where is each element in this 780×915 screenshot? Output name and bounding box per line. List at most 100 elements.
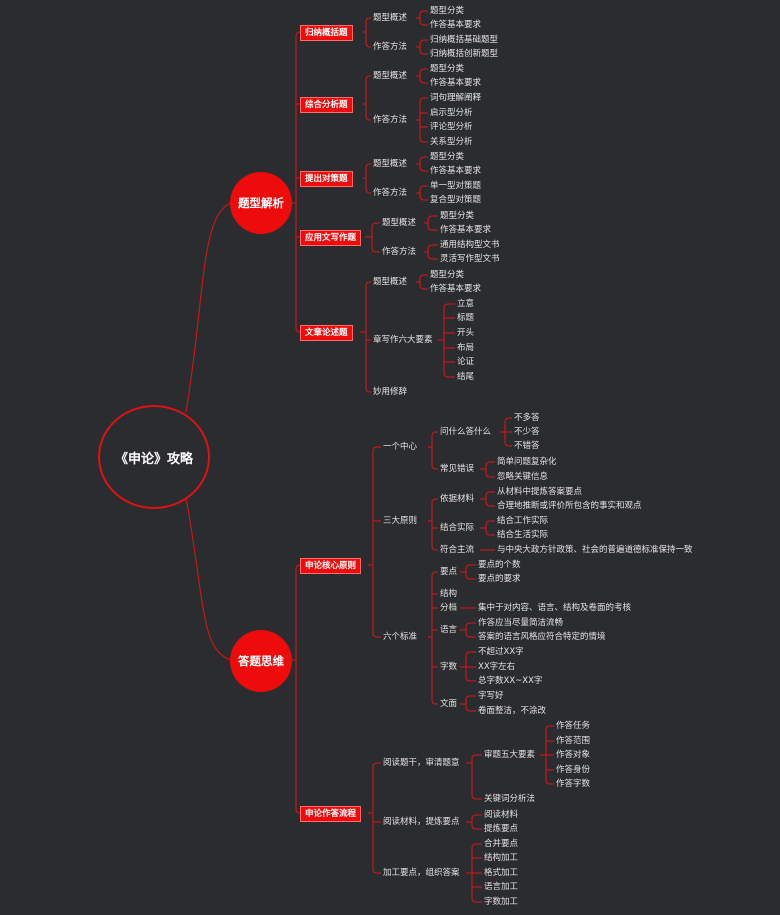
leaf-node[interactable]: 作答任务 xyxy=(556,721,591,731)
leaf-node[interactable]: 字写好 xyxy=(478,691,504,701)
l4-node[interactable]: 审题五大要素 xyxy=(484,750,536,760)
l4-node[interactable]: 字数加工 xyxy=(484,897,519,907)
l2-node[interactable]: 应用文写作题 xyxy=(300,230,362,246)
leaf-node[interactable]: 从材料中提炼答案要点 xyxy=(497,487,583,497)
leaf-node[interactable]: 作答身份 xyxy=(556,765,591,775)
leaf-node[interactable]: 结合生活实际 xyxy=(497,530,549,540)
leaf-node[interactable]: 不超过XX字 xyxy=(478,647,524,657)
l4-node[interactable]: 文面 xyxy=(440,699,458,709)
leaf-node[interactable]: 作答基本要求 xyxy=(430,20,482,30)
leaf-node[interactable]: 论证 xyxy=(457,357,475,367)
branch-node-question-analysis[interactable]: 题型解析 xyxy=(230,172,292,234)
connector-line xyxy=(485,520,491,536)
l4-node[interactable]: 提炼要点 xyxy=(484,824,519,834)
connector-line xyxy=(295,31,301,333)
leaf-node[interactable]: 立意 xyxy=(457,299,475,309)
l3-node[interactable]: 题型概述 xyxy=(373,13,408,23)
leaf-node[interactable]: 题型分类 xyxy=(430,64,465,74)
leaf-node[interactable]: 作答基本要求 xyxy=(430,78,482,88)
l3-node[interactable]: 阅读题干，审清题意 xyxy=(383,758,460,768)
branch-node-answer-thinking[interactable]: 答题思维 xyxy=(230,630,292,692)
l4-node[interactable]: 阅读材料 xyxy=(484,810,519,820)
l2-node[interactable]: 申论作答流程 xyxy=(300,806,362,822)
l2-node[interactable]: 提出对策题 xyxy=(300,171,353,187)
leaf-node[interactable]: 题型分类 xyxy=(430,152,465,162)
l3-node[interactable]: 题型概述 xyxy=(373,71,408,81)
l4-node[interactable]: 合并要点 xyxy=(484,839,519,849)
l4-node[interactable]: 符合主流 xyxy=(440,545,475,555)
leaf-node[interactable]: 作答基本要求 xyxy=(440,225,492,235)
leaf-node[interactable]: 与中央大政方针政策、社会的普遍道德标准保持一致 xyxy=(497,545,693,555)
l4-node[interactable]: 常见错误 xyxy=(440,464,475,474)
l3-node[interactable]: 妙用修辞 xyxy=(373,387,408,397)
leaf-node[interactable]: 题型分类 xyxy=(440,211,475,221)
leaf-node[interactable]: 不多答 xyxy=(514,413,540,423)
l3-node[interactable]: 作答方法 xyxy=(373,188,408,198)
l2-node[interactable]: 综合分析题 xyxy=(300,97,353,113)
l3-node[interactable]: 题型概述 xyxy=(373,159,408,169)
leaf-node[interactable]: 答案的语言风格应符合特定的情境 xyxy=(478,632,606,642)
l4-node[interactable]: 格式加工 xyxy=(484,868,519,878)
leaf-node[interactable]: 卷面整洁，不涂改 xyxy=(478,706,547,716)
leaf-node[interactable]: 要点的要求 xyxy=(478,574,521,584)
l3-node[interactable]: 题型概述 xyxy=(373,277,408,287)
l4-node[interactable]: 语言加工 xyxy=(484,882,519,892)
leaf-node[interactable]: 题型分类 xyxy=(430,6,465,16)
l4-node[interactable]: 依据材料 xyxy=(440,494,475,504)
l3-node[interactable]: 作答方法 xyxy=(373,42,408,52)
l3-node[interactable]: 加工要点，组织答案 xyxy=(383,868,460,878)
l4-node[interactable]: 结构 xyxy=(440,589,458,599)
leaf-node[interactable]: 合理地推断或评价所包含的事实和观点 xyxy=(497,501,642,511)
leaf-node[interactable]: 作答基本要求 xyxy=(430,166,482,176)
leaf-node[interactable]: 归纳概括创新题型 xyxy=(430,49,499,59)
l3-node[interactable]: 六个标准 xyxy=(383,632,418,642)
l3-node[interactable]: 题型概述 xyxy=(382,218,417,228)
leaf-node[interactable]: 复合型对策题 xyxy=(430,195,482,205)
l3-node[interactable]: 作答方法 xyxy=(382,247,417,257)
l3-node[interactable]: 一个中心 xyxy=(383,442,418,452)
leaf-node[interactable]: 作答对象 xyxy=(556,750,591,760)
l3-node[interactable]: 章写作六大要素 xyxy=(373,335,433,345)
l4-node[interactable]: 结构加工 xyxy=(484,853,519,863)
leaf-node[interactable]: 单一型对策题 xyxy=(430,181,482,191)
leaf-node[interactable]: 作答范围 xyxy=(556,736,591,746)
l4-node[interactable]: 问什么答什么 xyxy=(440,427,492,437)
leaf-node[interactable]: 总字数XX~XX字 xyxy=(478,676,543,686)
leaf-node[interactable]: 结合工作实际 xyxy=(497,516,549,526)
l3-node[interactable]: 阅读材料，提炼要点 xyxy=(383,817,460,827)
l4-node[interactable]: 字数 xyxy=(440,662,458,672)
leaf-node[interactable]: 题型分类 xyxy=(430,270,465,280)
leaf-node[interactable]: 评论型分析 xyxy=(430,122,473,132)
leaf-node[interactable]: 灵活写作型文书 xyxy=(440,254,500,264)
leaf-node[interactable]: 忽略关键信息 xyxy=(497,472,549,482)
l4-node[interactable]: 分档 xyxy=(440,603,458,613)
leaf-node[interactable]: 作答应当尽量简洁流畅 xyxy=(478,618,564,628)
leaf-node[interactable]: 标题 xyxy=(457,313,475,323)
leaf-node[interactable]: 作答基本要求 xyxy=(430,284,482,294)
leaf-node[interactable]: XX字左右 xyxy=(478,662,516,672)
l4-node[interactable]: 关键词分析法 xyxy=(484,794,536,804)
leaf-node[interactable]: 不少答 xyxy=(514,427,540,437)
l2-node[interactable]: 申论核心原则 xyxy=(300,558,362,574)
leaf-node[interactable]: 不错答 xyxy=(514,441,540,451)
leaf-node[interactable]: 作答字数 xyxy=(556,779,591,789)
leaf-node[interactable]: 结尾 xyxy=(457,372,475,382)
leaf-node[interactable]: 要点的个数 xyxy=(478,560,521,570)
leaf-node[interactable]: 关系型分析 xyxy=(430,137,473,147)
l4-node[interactable]: 语言 xyxy=(440,625,458,635)
leaf-node[interactable]: 简单问题复杂化 xyxy=(497,457,557,467)
leaf-node[interactable]: 集中于对内容、语言、结构及卷面的考核 xyxy=(478,603,632,613)
l2-node[interactable]: 归纳概括题 xyxy=(300,25,353,41)
l4-node[interactable]: 要点 xyxy=(440,567,458,577)
leaf-node[interactable]: 启示型分析 xyxy=(430,108,473,118)
l3-node[interactable]: 作答方法 xyxy=(373,115,408,125)
l2-node[interactable]: 文章论述题 xyxy=(300,325,353,341)
leaf-node[interactable]: 归纳概括基础题型 xyxy=(430,35,499,45)
l3-node[interactable]: 三大原则 xyxy=(383,516,418,526)
leaf-node[interactable]: 通用结构型文书 xyxy=(440,240,500,250)
root-node[interactable]: 《申论》攻略 xyxy=(98,405,210,509)
leaf-node[interactable]: 布局 xyxy=(457,343,475,353)
leaf-node[interactable]: 词句理解阐释 xyxy=(430,93,482,103)
leaf-node[interactable]: 开头 xyxy=(457,328,475,338)
l4-node[interactable]: 结合实际 xyxy=(440,523,475,533)
